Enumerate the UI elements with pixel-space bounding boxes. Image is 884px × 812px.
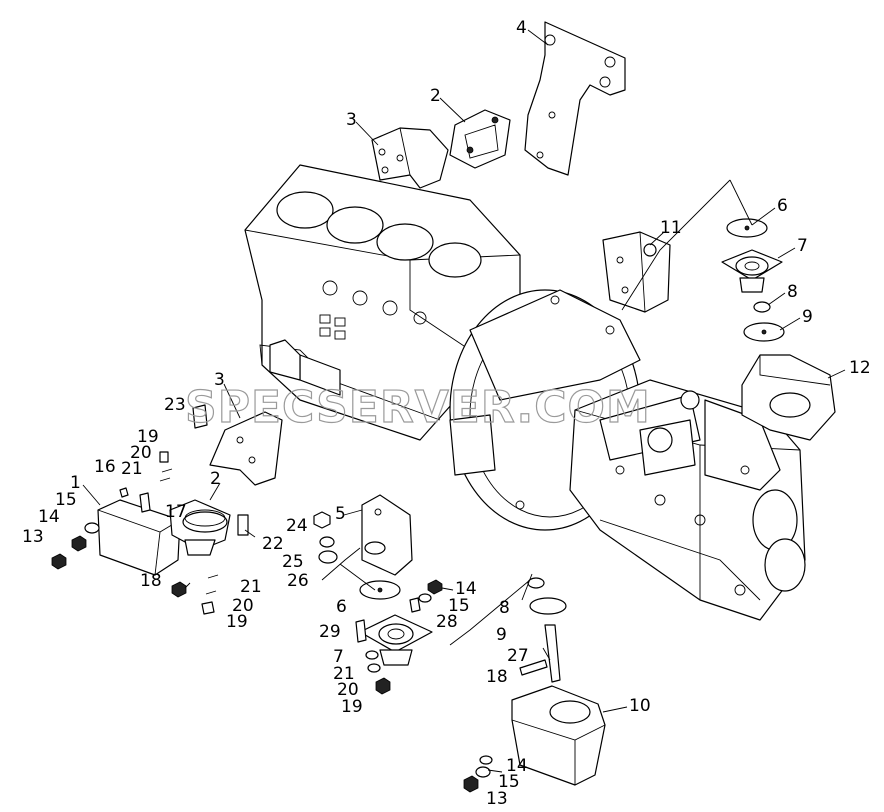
callout-label: 14 (38, 507, 60, 527)
callout-label: 20 (232, 596, 254, 616)
callout-label: 6 (777, 196, 788, 216)
watermark-text: SPECSERVER.COM (185, 382, 651, 433)
callout-label: 4 (516, 18, 527, 38)
callout-label: 23 (164, 395, 186, 415)
callout-label: 19 (341, 697, 363, 717)
callout-labels: 4 2 3 6 7 11 8 9 12 3 23 19 20 21 16 2 1… (22, 18, 871, 809)
callout-label: 22 (262, 534, 284, 554)
callout-label: 13 (22, 527, 44, 547)
part-10-bracket (511, 577, 606, 786)
callout-label: 21 (333, 664, 355, 684)
callout-label: 19 (137, 427, 159, 447)
callout-label: 10 (629, 696, 651, 716)
callout-label: 18 (486, 667, 508, 687)
callout-label: 15 (448, 596, 470, 616)
part-2-upper-mount (449, 109, 511, 169)
fastener-hardware (51, 404, 548, 793)
left-mount-assembly (97, 499, 231, 576)
callout-label: 8 (499, 598, 510, 618)
right-upper-mount-stack (721, 218, 785, 342)
leader-lines (82, 29, 846, 773)
callout-label: 3 (346, 110, 357, 130)
callout-label: 5 (335, 504, 346, 524)
part-5-bracket (361, 494, 413, 576)
callout-label: 14 (506, 756, 528, 776)
callout-label: 16 (94, 457, 116, 477)
callout-label: 28 (436, 612, 458, 632)
callout-label: 11 (660, 218, 682, 238)
callout-label: 25 (282, 552, 304, 572)
callout-label: 15 (55, 490, 77, 510)
callout-label: 18 (140, 571, 162, 591)
transmission-housing (569, 379, 806, 621)
callout-label: 8 (787, 282, 798, 302)
callout-label: 9 (496, 625, 507, 645)
callout-label: 26 (287, 571, 309, 591)
callout-label: 14 (455, 579, 477, 599)
callout-label: 27 (507, 646, 529, 666)
part-11-bracket (602, 231, 671, 313)
callout-label: 6 (336, 597, 347, 617)
engine-block (244, 164, 521, 441)
callout-label: 2 (210, 469, 221, 489)
part-3-upper-bracket (371, 127, 449, 189)
callout-label: 24 (286, 516, 308, 536)
callout-label: 19 (226, 612, 248, 632)
callout-label: 13 (486, 789, 508, 809)
callout-label: 20 (337, 680, 359, 700)
part-3-lower-bracket (209, 411, 283, 486)
callout-label: 21 (121, 459, 143, 479)
callout-label: 9 (802, 307, 813, 327)
callout-label: 17 (165, 502, 187, 522)
callout-label: 29 (319, 622, 341, 642)
callout-label: 15 (498, 772, 520, 792)
callout-label: 3 (214, 370, 225, 390)
part-4-bracket (524, 21, 626, 176)
part-12-bracket (741, 354, 836, 441)
callout-label: 1 (70, 473, 81, 493)
callout-label: 2 (430, 86, 441, 106)
callout-label: 7 (797, 236, 808, 256)
callout-label: 20 (130, 443, 152, 463)
callout-label: 7 (333, 647, 344, 667)
callout-label: 12 (849, 358, 871, 378)
callout-label: 21 (240, 577, 262, 597)
lower-center-mount-stack (359, 580, 433, 666)
